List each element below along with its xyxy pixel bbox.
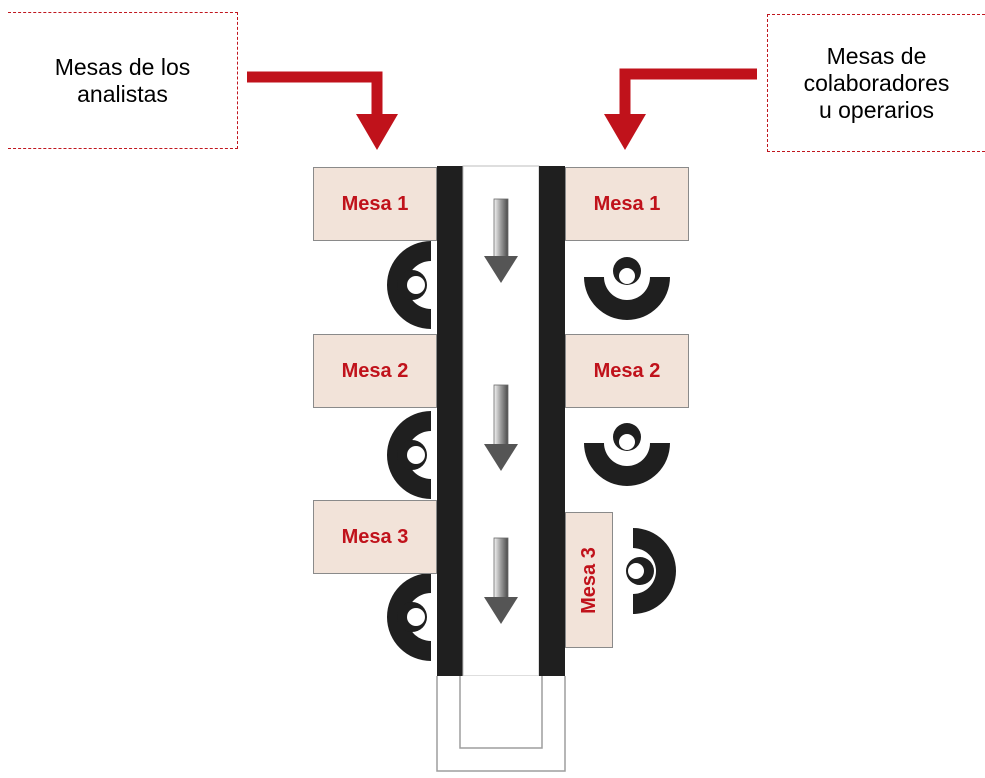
operator-desk-2: Mesa 2: [565, 334, 689, 408]
analyst-desk-3-label: Mesa 3: [341, 525, 409, 548]
flow-arrow-1: [484, 198, 518, 283]
operator-desk-3-label: Mesa 3: [577, 546, 600, 614]
flow-arrow-2: [484, 384, 518, 471]
operator-chair-2: [584, 423, 670, 486]
collaborators-callout-line1: Mesas de: [826, 42, 927, 69]
analyst-chair-2: [387, 411, 431, 499]
operator-desk-3: Mesa 3: [565, 512, 613, 648]
analyst-chair-3: [387, 573, 431, 661]
operator-chair-1: [584, 257, 670, 320]
collaborators-callout-line2: colaboradores: [803, 69, 950, 96]
analyst-desk-1-label: Mesa 1: [341, 192, 409, 215]
analyst-desk-1: Mesa 1: [313, 167, 437, 241]
conveyor-left-rail: [437, 166, 463, 676]
operator-desk-1-label: Mesa 1: [593, 192, 661, 215]
collaborators-callout: Mesas de colaboradores u operarios: [767, 14, 985, 152]
collaborators-callout-line3: u operarios: [818, 96, 935, 123]
analyst-desk-3: Mesa 3: [313, 500, 437, 574]
flow-arrow-3: [484, 537, 518, 624]
conveyor-right-rail: [539, 166, 565, 676]
output-bin: [436, 676, 566, 772]
analyst-desk-2-label: Mesa 2: [341, 359, 409, 382]
operator-desk-1: Mesa 1: [565, 167, 689, 241]
analyst-desk-2: Mesa 2: [313, 334, 437, 408]
analysts-callout: Mesas de los analistas: [8, 12, 238, 149]
analyst-chair-1: [387, 241, 431, 329]
analysts-pointer-arrow: [247, 71, 398, 150]
operators-pointer-arrow: [604, 68, 757, 150]
operator-desk-2-label: Mesa 2: [593, 359, 661, 382]
analysts-callout-text: Mesas de los analistas: [54, 53, 191, 107]
operator-chair-3: [626, 528, 676, 614]
